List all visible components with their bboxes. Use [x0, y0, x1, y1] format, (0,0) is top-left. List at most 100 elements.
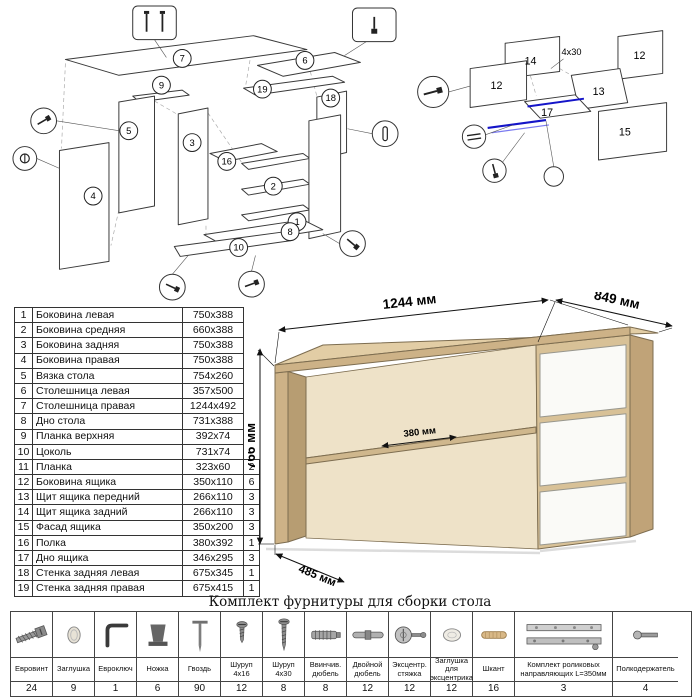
hardware-item: Ввинчив. дюбель 8 — [305, 612, 347, 696]
hardware-item: Евровинт 24 — [11, 612, 53, 696]
part-name: Цоколь — [32, 443, 183, 460]
part-number: 7 — [14, 398, 33, 415]
hardware-kit-table: Евровинт 24 Заглушка 9 Евроключ 1 Ножк — [10, 611, 692, 697]
hardware-item: Заглушка для эксцентрика 12 — [430, 612, 473, 696]
hardware-item: Ножка 6 — [137, 612, 179, 696]
cam-lock-icon — [389, 612, 430, 657]
desk-dimension-drawing: 1244 мм 849 мм 766 мм 380 мм 485 мм — [248, 292, 673, 589]
part-number: 1 — [14, 306, 33, 324]
part-number-label: 15 — [619, 127, 631, 139]
svg-text:6: 6 — [302, 55, 307, 66]
dowel-pin-icon — [144, 10, 150, 32]
dim-shelf-depth-label: 380 мм — [403, 425, 437, 440]
part-number-labels: 14 12 12 13 17 15 4x30 — [491, 47, 646, 139]
svg-text:1: 1 — [294, 216, 299, 227]
part-size: 731x388 — [182, 413, 244, 430]
panel-middle-3 — [177, 107, 209, 226]
part-number: 11 — [14, 458, 33, 476]
part-name: Фасад ящика — [32, 519, 183, 536]
part-number: 17 — [14, 549, 33, 567]
hardware-kit-title: Комплект фурнитуры для сборки стола — [208, 594, 492, 610]
part-size: 675x345 — [182, 565, 244, 582]
part-number-label: 14 — [525, 56, 537, 68]
svg-text:3: 3 — [190, 137, 195, 148]
part-name: Столешница левая — [32, 382, 183, 400]
part-number-badge: 18 — [321, 88, 341, 108]
screw-icon — [165, 283, 181, 293]
part-name: Планка верхняя — [32, 428, 183, 445]
part-name: Боковина правая — [32, 352, 183, 369]
dowel-icon — [382, 126, 388, 142]
hardware-qty: 8 — [263, 681, 304, 696]
desk-body — [274, 326, 659, 550]
screw-size-note: 4x30 — [562, 47, 582, 57]
part-name: Боковина ящика — [32, 474, 183, 491]
hardware-qty: 16 — [473, 681, 514, 696]
hardware-qty: 9 — [53, 681, 94, 696]
part-size: 750x388 — [182, 337, 244, 354]
part-size: 1244x492 — [182, 398, 244, 415]
screw-in-dowel-icon — [305, 612, 346, 657]
desk-panels — [58, 35, 361, 270]
drawer-panels — [469, 30, 668, 161]
panel-side-12b — [469, 60, 528, 108]
part-qty: 1 — [243, 580, 260, 597]
part-name: Столешница правая — [32, 398, 183, 415]
cap-icon — [53, 612, 94, 657]
part-number-badge: 8 — [280, 222, 300, 242]
hardware-name: Шуруп 4x30 — [263, 657, 304, 681]
part-number-label: 17 — [541, 107, 553, 119]
part-name: Боковина левая — [32, 306, 183, 324]
svg-text:5: 5 — [126, 125, 131, 136]
leg-icon — [137, 612, 178, 657]
hardware-qty: 4 — [613, 681, 678, 696]
part-number-badge: 6 — [295, 51, 315, 70]
dim-left-depth-label: 485 мм — [297, 563, 338, 589]
hardware-item: Шуруп 4x30 8 — [263, 612, 305, 696]
svg-text:10: 10 — [233, 242, 243, 253]
part-size: 357x500 — [182, 382, 244, 400]
cam-cap-icon — [431, 612, 472, 657]
part-number-label: 12 — [491, 80, 503, 92]
part-size: 660x388 — [182, 322, 244, 339]
part-number-badge: 2 — [263, 176, 283, 196]
nail-icon — [179, 612, 220, 657]
cam-icon — [19, 153, 30, 164]
hardware-qty: 90 — [179, 681, 220, 696]
part-name: Щит ящика задний — [32, 504, 183, 521]
part-number-badge: 19 — [253, 79, 272, 99]
svg-text:16: 16 — [222, 156, 232, 167]
hardware-qty: 12 — [389, 681, 430, 696]
part-size: 731x74 — [182, 443, 244, 460]
part-number-label: 13 — [593, 86, 605, 98]
hardware-name: Заглушка — [53, 657, 94, 681]
hardware-item: Евроключ 1 — [95, 612, 137, 696]
hardware-callouts — [12, 5, 399, 301]
hardware-name: Евровинт — [11, 657, 52, 681]
panel-right-2 — [308, 114, 342, 240]
part-number: 9 — [14, 428, 33, 445]
part-number-badge: 7 — [172, 49, 192, 68]
part-number: 12 — [14, 474, 33, 491]
hardware-name: Полкодержатель — [613, 657, 678, 681]
part-size: 392x74 — [182, 428, 244, 445]
shelf-pin-icon — [613, 612, 678, 657]
left-panel-inner-face — [287, 371, 307, 543]
part-number-badge: 16 — [217, 152, 237, 171]
part-name: Стенка задняя левая — [32, 565, 183, 582]
hardware-item: Шуруп 4x16 12 — [221, 612, 263, 696]
drawer-slides-icon — [515, 612, 612, 657]
screw-icon — [37, 114, 52, 125]
hardware-item: Эксцентр. стяжка 12 — [389, 612, 431, 696]
hardware-item: Гвоздь 90 — [179, 612, 221, 696]
